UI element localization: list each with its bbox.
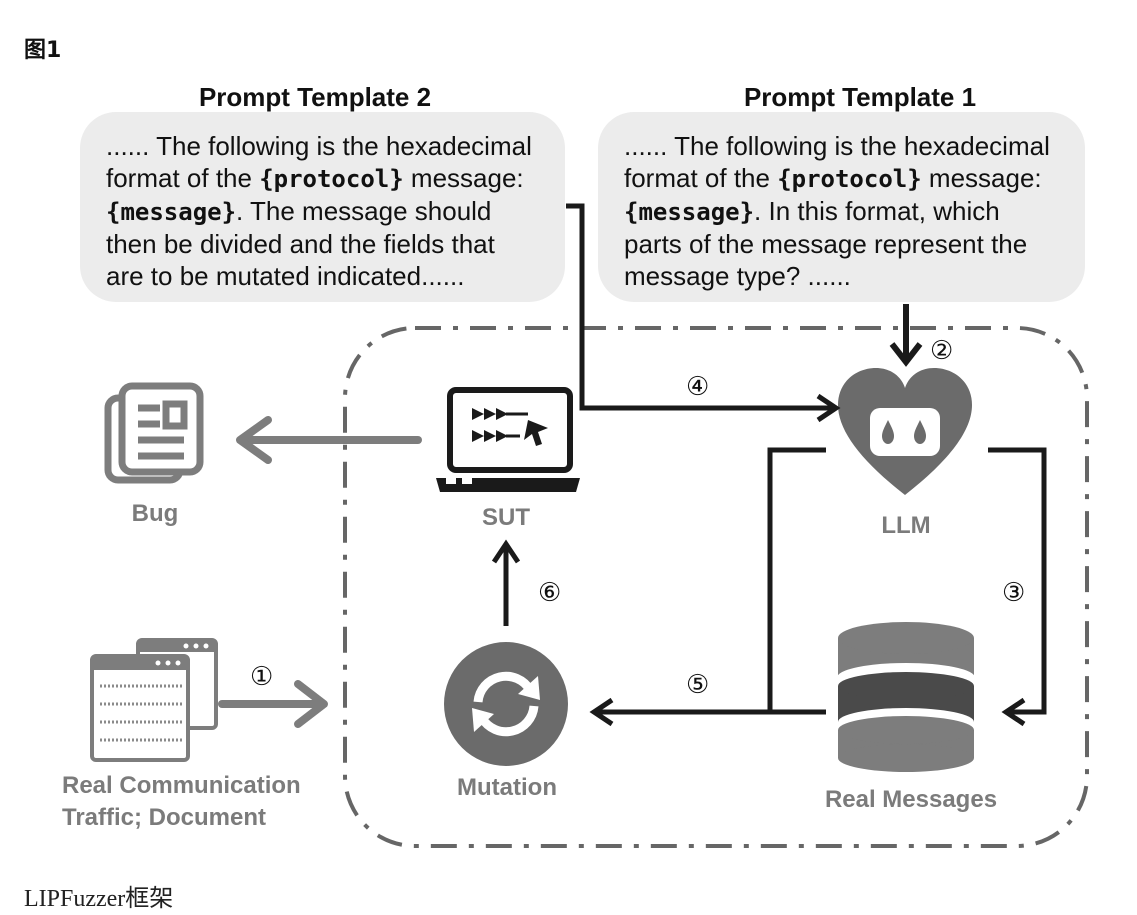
- llm-heart-icon: [838, 368, 972, 495]
- traffic-label-line1: Real Communication: [62, 772, 301, 799]
- figure-title: 图1: [24, 38, 62, 63]
- step-5-number: ⑤: [686, 670, 710, 700]
- template-2-title: Prompt Template 2: [198, 82, 432, 112]
- step4-arrow: [566, 203, 841, 423]
- template-2-message-keyword: {message}: [106, 198, 237, 226]
- template-1-protocol-keyword: {protocol}: [777, 165, 922, 193]
- template-1-title: Prompt Template 1: [743, 82, 977, 112]
- sut-laptop-icon: [436, 387, 580, 492]
- traffic-document-icon: [90, 638, 218, 762]
- system-boundary: [343, 326, 1089, 848]
- template-2-text-post: . The message should then be divided and…: [106, 196, 495, 291]
- step-6-number: ⑥: [538, 578, 562, 608]
- step5-arrow: [589, 447, 826, 727]
- template-2-bubble: ...... The following is the hexadecimal …: [80, 112, 565, 302]
- template-2-text-mid: message:: [403, 163, 524, 193]
- step1-arrow: [218, 680, 328, 728]
- mutation-label: Mutation: [457, 774, 557, 801]
- bug-icon: [104, 382, 204, 484]
- real-messages-database-icon: [837, 622, 975, 772]
- sut-to-bug-arrow: [236, 416, 422, 464]
- sut-label: SUT: [482, 504, 530, 531]
- step3-arrow: [988, 447, 1047, 727]
- step2-arrow: [889, 304, 923, 367]
- step-4-number: ④: [686, 372, 710, 402]
- template-2-protocol-keyword: {protocol}: [259, 165, 404, 193]
- llm-label: LLM: [881, 512, 931, 539]
- bug-label: Bug: [131, 500, 179, 527]
- template-2-text-pre: ...... The following is the hexadecimal …: [106, 131, 532, 193]
- template-1-text-mid: message:: [921, 163, 1042, 193]
- step6-arrow: [491, 539, 521, 626]
- step-1-number: ①: [250, 662, 274, 692]
- template-1-message-keyword: {message}: [624, 198, 755, 226]
- template-1-text-pre: ...... The following is the hexadecimal …: [624, 131, 1050, 193]
- template-1-text-post: . In this format, which parts of the mes…: [624, 196, 1028, 291]
- figure-caption: LIPFuzzer框架: [24, 886, 174, 912]
- traffic-label-line2: Traffic; Document: [62, 804, 267, 831]
- mutation-cycle-icon: [444, 642, 568, 766]
- template-1-bubble: ...... The following is the hexadecimal …: [598, 112, 1085, 302]
- step-3-number: ③: [1002, 578, 1026, 608]
- real-messages-label: Real Messages: [824, 786, 998, 813]
- step-2-number: ②: [930, 336, 954, 366]
